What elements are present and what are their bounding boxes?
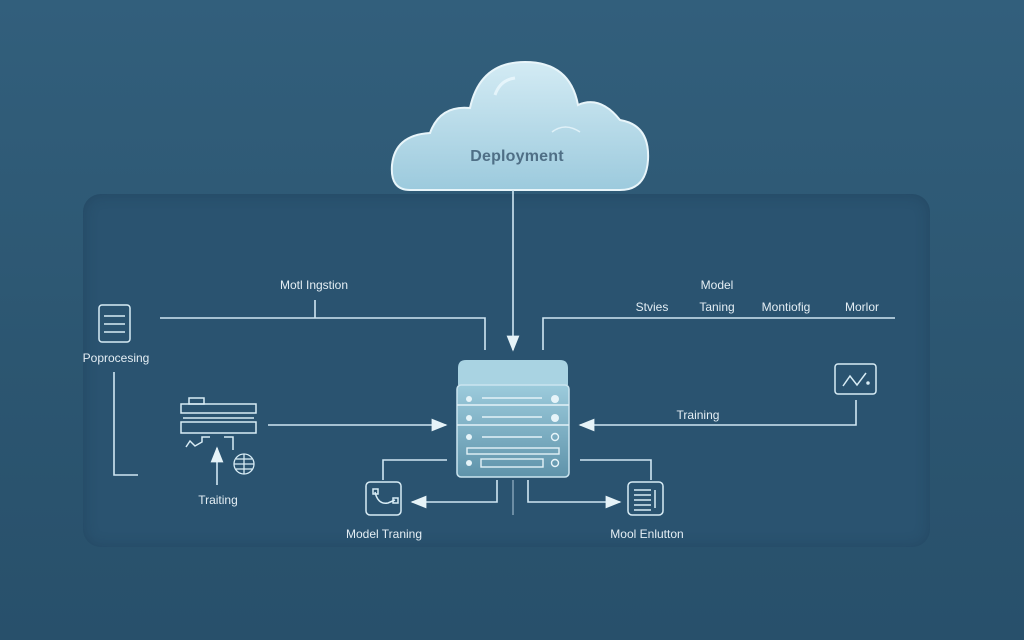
model-evaluation-arrow xyxy=(527,480,622,509)
training-top-label: Taning xyxy=(699,300,735,314)
server-icon xyxy=(456,360,570,478)
preprocessing-line xyxy=(113,372,138,476)
connector-lines xyxy=(113,190,895,515)
monitor-to-server-arrow xyxy=(578,400,857,432)
server-to-model-training-line xyxy=(382,459,447,480)
training-left-label: Traiting xyxy=(198,493,238,507)
styles-label: Stvies xyxy=(635,300,669,314)
model-ingestion-label: Motl Ingstion xyxy=(279,278,349,292)
ingestion-line xyxy=(160,317,486,350)
monitoring-label: Montiofig xyxy=(761,300,811,314)
globe-icon xyxy=(233,453,255,475)
cloud-deployment-icon xyxy=(390,60,650,191)
model-label: Model xyxy=(700,278,734,292)
monitor-label: Morlor xyxy=(844,300,880,314)
monitoring-chart-icon xyxy=(834,363,877,395)
model-training-icon xyxy=(365,481,402,516)
deployment-label: Deployment xyxy=(470,148,564,165)
training-stack-icon xyxy=(180,397,257,450)
preprocessing-icon xyxy=(98,304,131,343)
model-evaluation-icon xyxy=(627,481,664,516)
model-evaluation-label: Mool Enlutton xyxy=(610,527,684,541)
model-training-label: Model Traning xyxy=(345,527,423,541)
model-line xyxy=(542,317,895,350)
preprocessing-label: Poprocesing xyxy=(82,351,150,365)
server-to-evaluation-line xyxy=(580,459,652,480)
training-right-label: Training xyxy=(676,408,720,422)
